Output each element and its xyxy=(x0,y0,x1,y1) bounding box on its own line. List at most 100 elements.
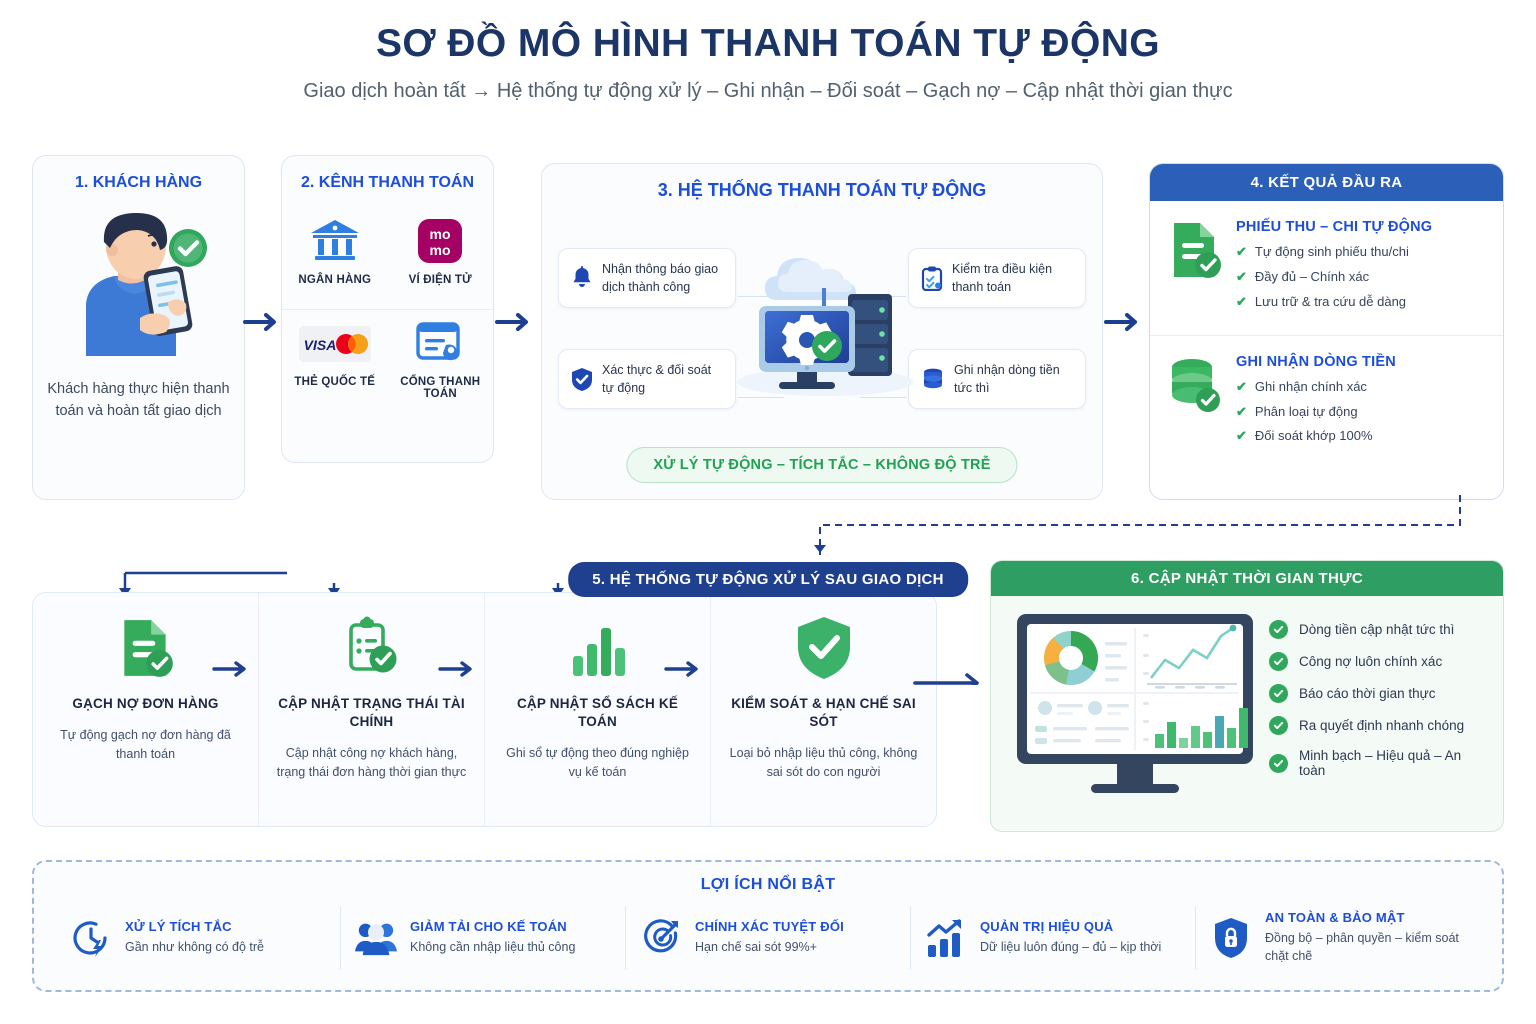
output-block-list: ✔ Ghi nhận chính xác ✔ Phân loại tự động ✔… xyxy=(1236,379,1396,446)
list-item: Dòng tiền cập nhật tức thì xyxy=(1269,620,1487,639)
list-item-text: Báo cáo thời gian thực xyxy=(1299,686,1436,701)
channel-item-payment-gateway[interactable]: CỔNG THANH TOÁN xyxy=(388,310,494,412)
document-check-icon xyxy=(118,615,174,681)
channel-label: NGÂN HÀNG xyxy=(298,274,372,286)
post-step-debt-clearing[interactable]: GẠCH NỢ ĐƠN HÀNG Tự động gạch nợ đơn hàn… xyxy=(33,593,258,826)
visa-mastercard-icon: VISA xyxy=(298,320,372,366)
benefit-security[interactable]: AN TOÀN & BẢO MẬT Đồng bộ – phân quyền –… xyxy=(1195,906,1480,969)
system-pill-text: Kiểm tra điều kiện thanh toán xyxy=(952,262,1053,295)
list-item: ✔ Ghi nhận chính xác xyxy=(1236,379,1396,396)
list-item: ✔ Phân loại tự động xyxy=(1236,404,1396,421)
benefit-instant-processing[interactable]: XỬ LÝ TÍCH TẮC Gần như không có độ trễ xyxy=(56,906,340,969)
channel-label: THẺ QUỐC TẾ xyxy=(294,376,376,388)
database-check-icon xyxy=(1168,354,1222,454)
momo-wallet-icon: mo mo xyxy=(416,218,464,264)
system-pill-notification[interactable]: Nhận thông báo giao dịch thành công xyxy=(558,248,736,309)
benefits-title: LỢI ÍCH NỔI BẬT xyxy=(700,876,836,893)
growth-chart-icon xyxy=(925,917,967,959)
output-block-receipts: PHIẾU THU – CHI TỰ ĐỘNG ✔ Tự động sinh ph… xyxy=(1150,201,1503,335)
page-subtitle: Giao dịch hoàn tất → Hệ thống tự động xử… xyxy=(303,80,1233,102)
benefit-title: QUẢN TRỊ HIỆU QUẢ xyxy=(980,918,1114,934)
check-icon: ✔ xyxy=(1236,378,1247,394)
bar-chart-icon xyxy=(569,615,627,681)
post-step-title: GẠCH NỢ ĐƠN HÀNG xyxy=(72,696,219,711)
list-item: Minh bạch – Hiệu quả – An toàn xyxy=(1269,748,1487,778)
channel-label: CỔNG THANH TOÁN xyxy=(400,376,481,400)
check-icon: ✔ xyxy=(1236,403,1247,419)
connector-line-left-bottom xyxy=(738,397,784,398)
benefit-absolute-accuracy[interactable]: CHÍNH XÁC TUYỆT ĐỐI Hạn chế sai sót 99%+ xyxy=(625,906,910,969)
system-pill-condition-check[interactable]: Kiểm tra điều kiện thanh toán xyxy=(908,248,1086,309)
list-item-text: Phân loại tự động xyxy=(1254,403,1358,419)
list-item: Công nợ luôn chính xác xyxy=(1269,652,1487,671)
card-automated-payment-system[interactable]: 3. HỆ THỐNG THANH TOÁN TỰ ĐỘNG Nhận thôn… xyxy=(541,163,1103,500)
arrow-channel-to-system xyxy=(495,310,535,334)
bell-icon xyxy=(571,266,593,290)
clipboard-check-icon xyxy=(344,615,400,681)
post-step-title: CẬP NHẬT TRẠNG THÁI TÀI CHÍNH xyxy=(278,696,465,730)
card-customer[interactable]: 1. KHÁCH HÀNG xyxy=(32,155,245,500)
list-item-text: Dòng tiền cập nhật tức thì xyxy=(1299,622,1455,637)
card-payment-channels[interactable]: 2. KÊNH THANH TOÁN NGÂN HÀNG xyxy=(281,155,494,463)
system-pill-text: Nhận thông báo giao dịch thành công xyxy=(602,262,719,295)
system-pill-cashflow[interactable]: Ghi nhận dòng tiền tức thì xyxy=(908,349,1086,410)
page-title: SƠ ĐỒ MÔ HÌNH THANH TOÁN TỰ ĐỘNG xyxy=(375,22,1161,65)
post-step-accounting-books[interactable]: CẬP NHẬT SỔ SÁCH KẾ TOÁN Ghi sổ tự động … xyxy=(484,593,710,826)
check-circle-icon xyxy=(1269,716,1288,735)
svg-text:mo: mo xyxy=(430,226,451,242)
post-step-desc: Tự động gạch nợ đơn hàng đã thanh toán xyxy=(60,728,231,761)
benefit-title: CHÍNH XÁC TUYỆT ĐỐI xyxy=(695,918,844,934)
post-step-error-control[interactable]: KIỂM SOÁT & HẠN CHẾ SAI SÓT Loại bỏ nhập… xyxy=(710,593,936,826)
cloud-server-desktop-icon xyxy=(735,222,915,402)
check-circle-icon xyxy=(1269,620,1288,639)
card-output-title: 4. KẾT QUẢ ĐẦU RA xyxy=(1150,164,1503,201)
channel-item-international-card[interactable]: VISA THẺ QUỐC TẾ xyxy=(282,310,388,412)
list-item: Báo cáo thời gian thực xyxy=(1269,684,1487,703)
check-circle-icon xyxy=(1269,684,1288,703)
output-block-title: PHIẾU THU – CHI TỰ ĐỘNG xyxy=(1236,219,1433,235)
card-channel-title: 2. KÊNH THANH TOÁN xyxy=(300,174,475,191)
system-status-banner: XỬ LÝ TỰ ĐỘNG – TÍCH TẮC – KHÔNG ĐỘ TRỄ xyxy=(626,447,1018,483)
clock-bolt-icon xyxy=(70,917,112,959)
payment-gateway-icon xyxy=(415,320,465,366)
benefit-reduce-accounting-load[interactable]: GIẢM TẢI CHO KẾ TOÁN Không cần nhập liệu… xyxy=(340,906,625,969)
system-pill-verification[interactable]: Xác thực & đối soát tự động xyxy=(558,349,736,410)
check-circle-icon xyxy=(1269,753,1288,773)
post-step-title: CẬP NHẬT SỔ SÁCH KẾ TOÁN xyxy=(516,696,679,730)
channel-item-ewallet[interactable]: mo mo VÍ ĐIỆN TỬ xyxy=(387,208,493,310)
flow-row-top: 1. KHÁCH HÀNG xyxy=(0,155,1536,505)
benefit-sub: Hạn chế sai sót 99%+ xyxy=(695,939,817,954)
channel-item-bank[interactable]: NGÂN HÀNG xyxy=(282,208,388,310)
card-customer-title: 1. KHÁCH HÀNG xyxy=(74,174,203,191)
card-customer-description: Khách hàng thực hiện thanh toán và hoàn … xyxy=(47,381,230,420)
card-system-title: 3. HỆ THỐNG THANH TOÁN TỰ ĐỘNG xyxy=(657,180,987,200)
post-step-title: KIỂM SOÁT & HẠN CHẾ SAI SÓT xyxy=(731,696,916,730)
check-icon: ✔ xyxy=(1236,268,1247,284)
post-step-desc: Cập nhật công nợ khách hàng, trạng thái … xyxy=(276,746,467,780)
clipboard-check-icon xyxy=(921,266,943,291)
benefit-effective-management[interactable]: QUẢN TRỊ HIỆU QUẢ Dữ liệu luôn đúng – đủ… xyxy=(910,906,1195,969)
dashboard-monitor-icon xyxy=(1009,610,1261,815)
list-item-text: Minh bạch – Hiệu quả – An toàn xyxy=(1299,748,1462,778)
benefit-title: GIẢM TẢI CHO KẾ TOÁN xyxy=(410,918,567,934)
benefits-row: XỬ LÝ TÍCH TẮC Gần như không có độ trễ G… xyxy=(34,894,1502,969)
benefit-sub: Dữ liệu luôn đúng – đủ – kịp thời xyxy=(980,939,1162,954)
list-item-text: Lưu trữ & tra cứu dễ dàng xyxy=(1254,293,1407,309)
list-item-text: Ghi nhận chính xác xyxy=(1254,378,1367,394)
realtime-body: Dòng tiền cập nhật tức thì Công nợ luôn … xyxy=(991,596,1503,815)
list-item: ✔Đầy đủ – Chính xác xyxy=(1236,269,1432,286)
document-check-icon xyxy=(1168,219,1222,319)
card-post-transaction[interactable]: GẠCH NỢ ĐƠN HÀNG Tự động gạch nợ đơn hàn… xyxy=(32,592,937,827)
shield-check-icon xyxy=(795,615,853,681)
list-item-text: Tự động sinh phiếu thu/chi xyxy=(1254,244,1409,259)
card-output-results[interactable]: 4. KẾT QUẢ ĐẦU RA PHIẾU THU – CHI TỰ ĐỘN… xyxy=(1149,163,1504,500)
system-pill-text: Xác thực & đối soát tự động xyxy=(602,363,712,396)
channel-grid: NGÂN HÀNG mo mo VÍ ĐIỆN TỬ VISA xyxy=(282,208,493,412)
bank-icon xyxy=(309,218,361,264)
post-step-desc: Loại bỏ nhập liệu thủ công, không sai só… xyxy=(729,746,918,780)
post-step-financial-status[interactable]: CẬP NHẬT TRẠNG THÁI TÀI CHÍNH Cập nhật c… xyxy=(258,593,484,826)
arrow-customer-to-channel xyxy=(243,310,283,334)
shield-lock-icon xyxy=(1210,917,1252,959)
svg-text:VISA: VISA xyxy=(303,337,336,353)
card-realtime-updates[interactable]: 6. CẬP NHẬT THỜI GIAN THỰC xyxy=(990,560,1504,832)
